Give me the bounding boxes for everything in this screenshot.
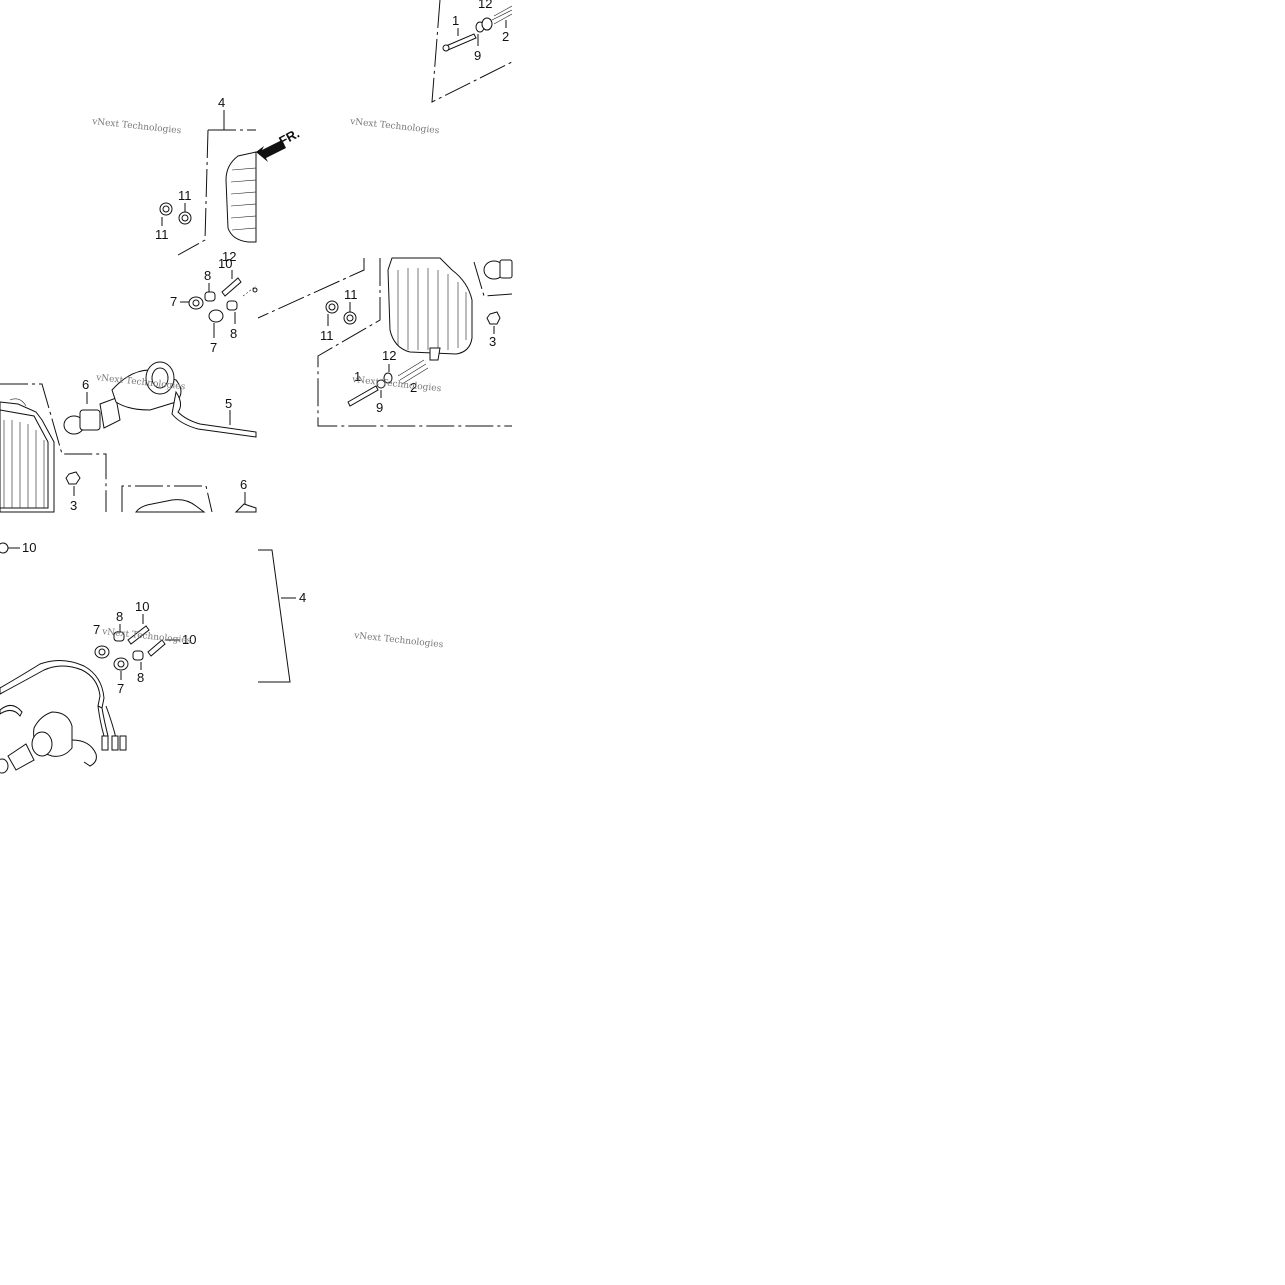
screw-1 xyxy=(445,33,477,51)
spring-2 xyxy=(491,5,513,25)
callout-6: 6 xyxy=(82,377,89,392)
nut-3 xyxy=(486,311,501,325)
nut-3 xyxy=(65,471,81,485)
bulb-6 xyxy=(0,743,35,774)
callout-11: 11 xyxy=(320,328,334,343)
callout-11: 11 xyxy=(344,287,358,302)
callout-1: 1 xyxy=(354,369,361,384)
callout-10: 10 xyxy=(218,256,232,271)
callout-4: 4 xyxy=(299,590,306,605)
bracket-4 xyxy=(258,549,291,683)
leader-line xyxy=(177,129,256,256)
callout-8: 8 xyxy=(116,609,123,624)
harness-5 xyxy=(171,390,257,438)
collar-8 xyxy=(113,631,125,642)
callout-10: 10 xyxy=(22,540,36,555)
callout-12: 12 xyxy=(478,0,492,11)
callout-2: 2 xyxy=(502,29,509,44)
callout-7: 7 xyxy=(170,294,177,309)
watermark-text: vNext Technologies xyxy=(351,375,442,394)
callout-9: 9 xyxy=(474,48,481,63)
callout-8: 8 xyxy=(137,670,144,685)
right-headlight-unit xyxy=(387,257,473,361)
front-direction-arrow: FR. xyxy=(256,126,302,162)
washer-9 xyxy=(376,379,386,389)
bolt-10 xyxy=(221,277,242,297)
callout-3: 3 xyxy=(70,498,77,513)
collar-8 xyxy=(204,291,216,302)
callout-8: 8 xyxy=(230,326,237,341)
callout-10: 10 xyxy=(182,632,196,647)
callout-7: 7 xyxy=(93,622,100,637)
tile-upper-left: 4 FR. 11 11 8 10 12 7 7 xyxy=(0,95,302,513)
grommet-12 xyxy=(383,372,393,384)
headlight-lens xyxy=(225,151,257,243)
watermark-text: vNext Technologies xyxy=(353,631,444,650)
tile-lower-left: 10 4 8 10 7 10 7 8 xyxy=(0,540,306,774)
callout-11: 11 xyxy=(178,188,192,203)
callout-5: 5 xyxy=(225,396,232,411)
grommet-7 xyxy=(208,309,224,323)
bolt-10 xyxy=(147,639,166,657)
callout-6: 6 xyxy=(240,477,247,492)
bolt-10 xyxy=(0,542,9,554)
callout-12: 12 xyxy=(222,249,236,264)
bulb-right xyxy=(483,259,513,280)
collar-8 xyxy=(132,650,144,661)
callout-9: 9 xyxy=(376,400,383,415)
watermark-text: vNext Technologies xyxy=(91,117,182,136)
bracket-line xyxy=(0,383,107,512)
watermarks: vNext Technologies vNext Technologies vN… xyxy=(91,117,444,650)
callout-4: 4 xyxy=(218,95,225,110)
callout-7: 7 xyxy=(117,681,124,696)
callout-3: 3 xyxy=(489,334,496,349)
bracket-line xyxy=(431,0,513,103)
bracket-line xyxy=(257,258,365,319)
callout-8: 8 xyxy=(204,268,211,283)
left-headlight-unit xyxy=(0,398,55,513)
callout-11: 11 xyxy=(155,227,169,242)
bolt-10 xyxy=(127,625,150,645)
spring-2 xyxy=(397,359,429,385)
tile-upper-right: 1 12 9 2 3 11 11 xyxy=(257,0,513,427)
socket-boot xyxy=(31,711,97,767)
mount-stay xyxy=(135,499,206,513)
watermark-text: vNext Technologies xyxy=(349,117,440,136)
callout-1: 1 xyxy=(452,13,459,28)
collar-8 xyxy=(226,300,238,311)
harness-5 xyxy=(0,660,127,751)
callout-10: 10 xyxy=(135,599,149,614)
bracket-line xyxy=(317,258,512,427)
socket-boot xyxy=(111,361,182,411)
screw-1 xyxy=(347,385,379,407)
bulb-6 xyxy=(63,397,121,435)
callout-7: 7 xyxy=(210,340,217,355)
callout-2: 2 xyxy=(410,380,417,395)
grommet-12 xyxy=(481,17,493,31)
callout-12: 12 xyxy=(382,348,396,363)
